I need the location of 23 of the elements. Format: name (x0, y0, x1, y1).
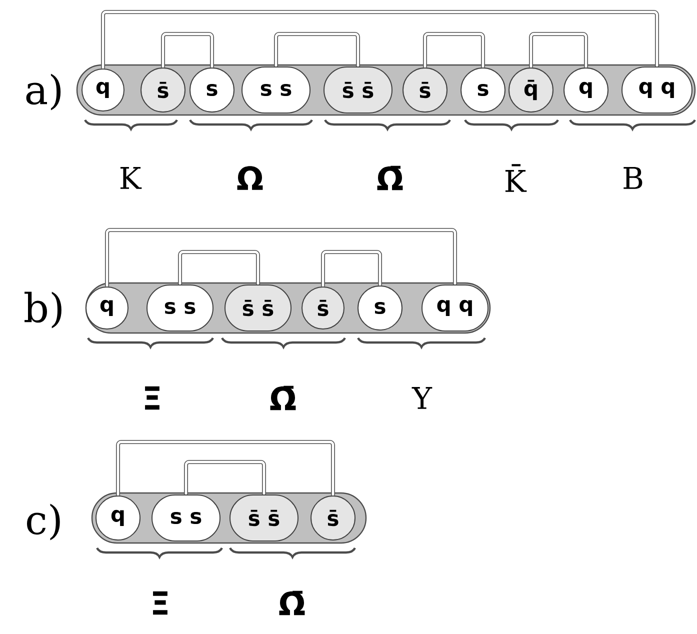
panel-label: c) (27, 504, 60, 540)
particle-label: Ω (237, 166, 263, 190)
panel-label: a) (26, 74, 61, 110)
particle-label: Ω̄ (270, 386, 296, 410)
particle-label: K (120, 167, 142, 189)
particle-label: K̄ (505, 164, 527, 192)
bracket-line (161, 32, 214, 68)
bracket-line (423, 32, 485, 68)
bracket-line (105, 228, 457, 286)
panel-label: b) (24, 292, 62, 328)
particle-label: Ξ (153, 591, 168, 615)
particle-label: B (624, 167, 642, 189)
bracket-line (321, 250, 382, 286)
particle-label: Ω̄ (279, 590, 305, 616)
bracket-line (529, 32, 588, 68)
bracket-line (184, 460, 266, 494)
bracket-line (101, 10, 659, 68)
particle-label: Ω̄ (377, 166, 403, 190)
particle-label: Y (412, 387, 432, 409)
particle-label: Ξ (145, 386, 160, 410)
bracket-line (178, 250, 260, 284)
bracket-line (116, 440, 335, 496)
bracket-line (274, 32, 360, 66)
